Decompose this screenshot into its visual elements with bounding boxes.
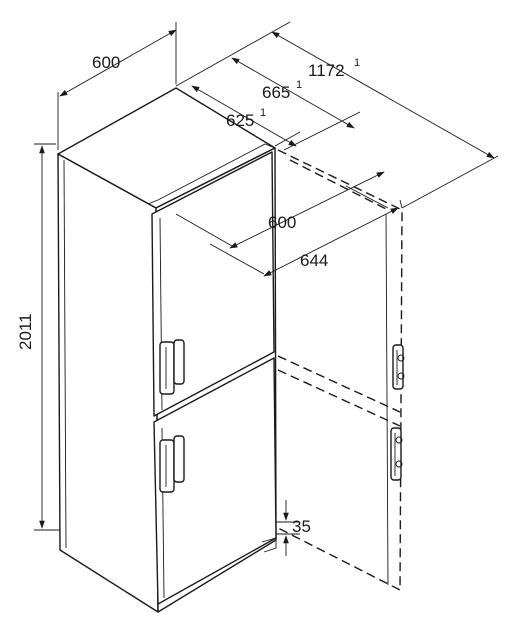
depth-total-note: 1 xyxy=(354,57,360,69)
width-label: 600 xyxy=(92,53,120,72)
fridge-lower-door xyxy=(153,357,277,605)
height-dimension xyxy=(34,143,60,531)
depth-body-label: 625 xyxy=(226,111,254,130)
door-open-outer-label: 644 xyxy=(300,251,328,270)
depth-body-dimension xyxy=(191,85,301,147)
plinth-label: 35 xyxy=(292,517,311,536)
door-open-inner-label: 600 xyxy=(268,213,296,232)
depth-handles-label: 665 xyxy=(262,83,290,102)
depth-total-label: 1172 xyxy=(308,61,345,80)
width-dimension xyxy=(57,22,177,150)
depth-handles-note: 1 xyxy=(296,79,302,91)
depth-total-dimension xyxy=(175,21,499,209)
upper-door-handle-icon xyxy=(159,339,185,395)
height-label: 2011 xyxy=(16,313,35,350)
depth-body-note: 1 xyxy=(260,107,266,119)
door-handle-icon xyxy=(390,344,405,481)
plinth-dimension xyxy=(276,500,300,556)
door-open-outer-dimension xyxy=(209,199,403,277)
lower-door-handle-icon xyxy=(159,435,185,493)
